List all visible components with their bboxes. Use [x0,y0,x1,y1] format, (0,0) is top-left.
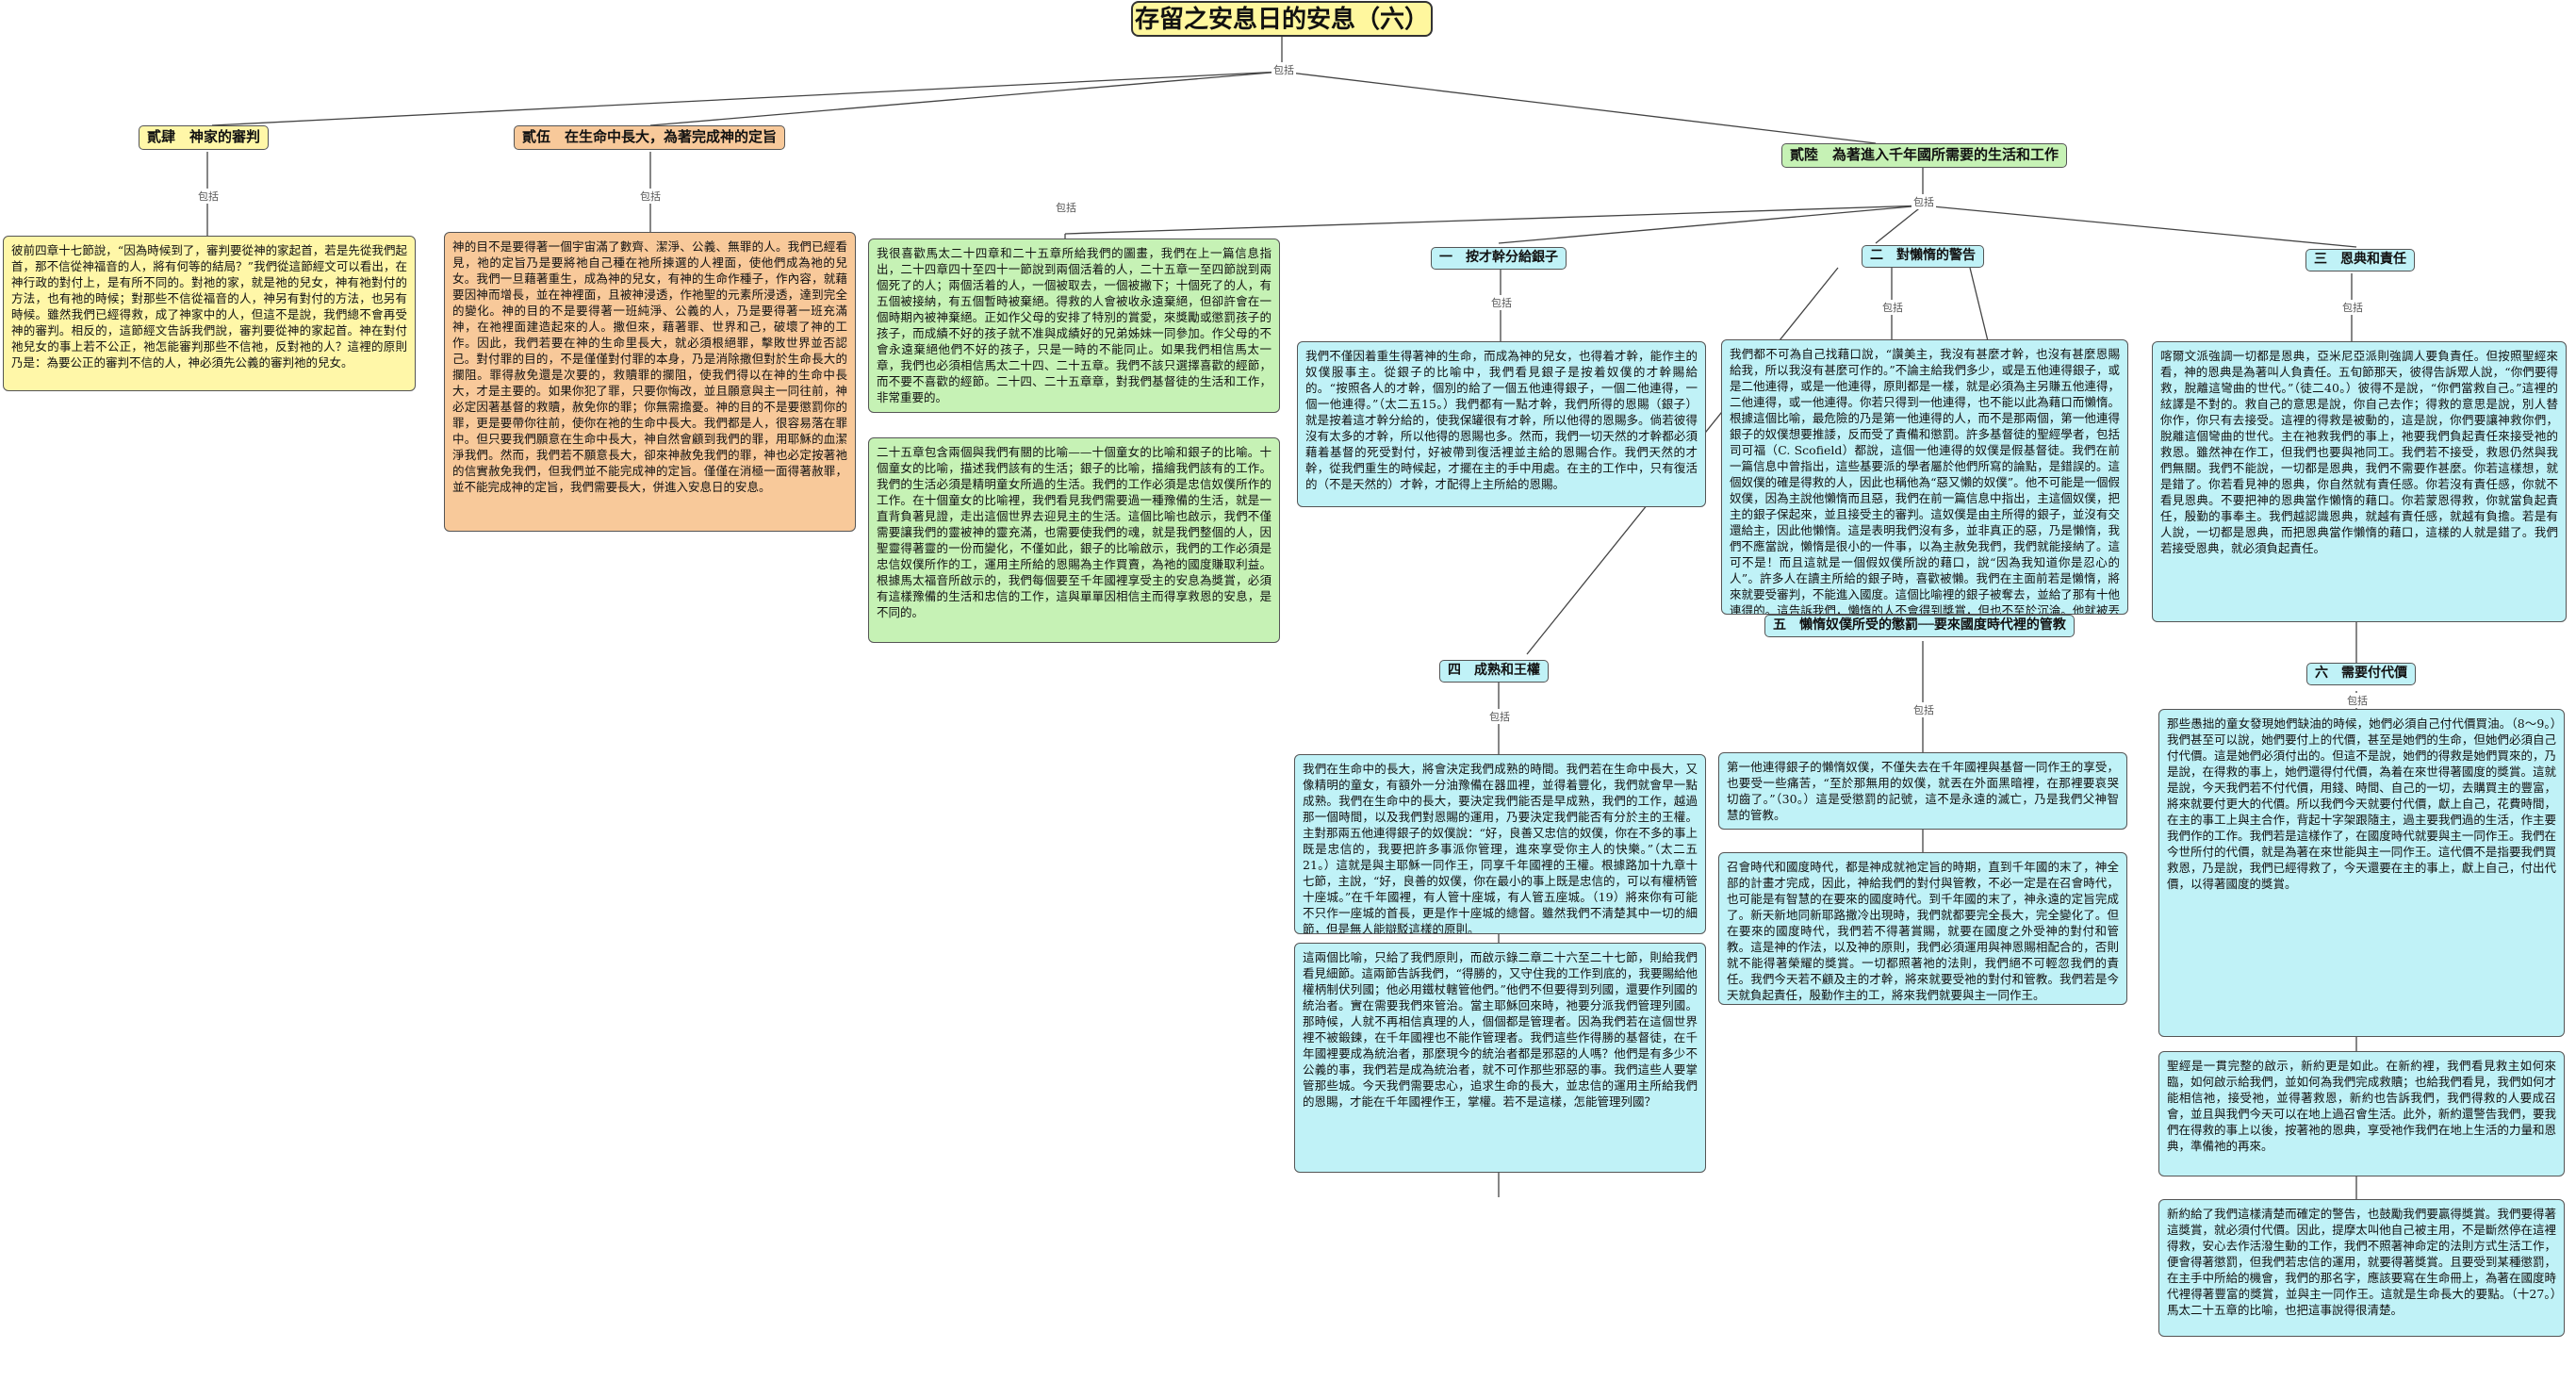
sub-pay-price[interactable]: 六 需要付代價 [2306,663,2416,685]
branch-divine-judgment[interactable]: 貳肆 神家的審判 [139,125,270,150]
text-slothful-punishment: 第一他連得銀子的懶惰奴僕，不僅失去在千年國裡與基督一同作王的享受，也要受一些痛苦… [1718,752,2127,830]
text-grace-responsibility: 喀爾文派強調一切都是恩典，亞米尼亞派則強調人要負責任。但按照聖經來看，神的恩典是… [2152,341,2567,622]
link-label: 包括 [2340,300,2365,315]
text-talents: 我們不僅因着重生得著神的生命，而成為神的兒女，也得着才幹，能作主的奴僕服事主。從… [1297,341,1706,507]
text-rule-nations: 這兩個比喻，只給了我們原則，而啟示錄二章二十六至二十七節，則給我們看見細節。這兩… [1294,943,1706,1173]
sub-maturity-kingship[interactable]: 四 成熟和王權 [1439,660,1549,683]
text-two-parables: 二十五章包含兩個與我們有關的比喻——十個童女的比喻和銀子的比喻。十個童女的比喻，… [868,437,1280,643]
branch-millennium-life-work[interactable]: 貳陸 為著進入千年國所需要的生活和工作 [1781,143,2068,168]
text-matthew-24-25: 我很喜歡馬太二十四章和二十五章所給我們的圖畫，我們在上一篇信息指出，二十四章四十… [868,239,1280,413]
link-label: 包括 [1911,194,1936,209]
link-label: 包括 [1272,62,1296,77]
link-label: 包括 [1911,702,1936,717]
sub-talents[interactable]: 一 按才幹分給銀子 [1431,247,1567,270]
branch-grow-in-life[interactable]: 貳伍 在生命中長大，為著完成神的定旨 [514,125,786,150]
link-label: 包括 [1487,709,1512,724]
text-divine-judgment: 彼前四章十七節說，“因為時候到了，審判要從神的家起首，若是先從我們起首，那不信從… [3,236,416,391]
sub-slothful-punishment[interactable]: 五 懶惰奴僕所受的懲罰──要來國度時代裡的管教 [1764,615,2075,637]
link-label: 包括 [196,189,221,204]
text-pay-price: 那些愚拙的童女發現她們缺油的時候，她們必須自己付代價買油。（8～9。）我們甚至可… [2158,709,2565,1037]
link-label: 包括 [1489,295,1514,310]
text-grow-in-life: 神的目不是要得著一個宇宙滿了數齊、潔淨、公義、無罪的人。我們已經看見，祂的定旨乃… [444,232,856,532]
sub-grace-responsibility[interactable]: 三 恩典和責任 [2305,249,2415,271]
text-new-testament-revelation: 聖經是一貫完整的啟示，新約更是如此。在新約裡，我們看見救主如何來臨，如何啟示給我… [2158,1051,2565,1176]
text-win-reward: 新約給了我們這樣清楚而確定的警告，也鼓勵我們要贏得獎賞。我們要得著這獎賞，就必須… [2158,1199,2565,1337]
link-label: 包括 [638,189,663,204]
text-kingdom-discipline: 召會時代和國度時代，都是神成就祂定旨的時期，直到千年國的末了，神全部的計畫才完成… [1718,852,2127,1005]
sub-warning-slothful[interactable]: 二 對懶惰的警告 [1862,245,1984,268]
link-label: 包括 [1880,300,1905,315]
text-maturity-kingship: 我們在生命中的長大，將會決定我們成熟的時間。我們若在生命中長大，又像精明的童女，… [1294,754,1706,934]
link-label: 包括 [2345,693,2370,708]
link-label: 包括 [1054,200,1078,215]
text-warning-slothful: 我們都不可為自己找藉口說，“讚美主，我沒有甚麼才幹，也沒有甚麼恩賜給我，所以我沒… [1721,339,2128,615]
root-title[interactable]: 存留之安息日的安息（六） [1131,1,1433,37]
